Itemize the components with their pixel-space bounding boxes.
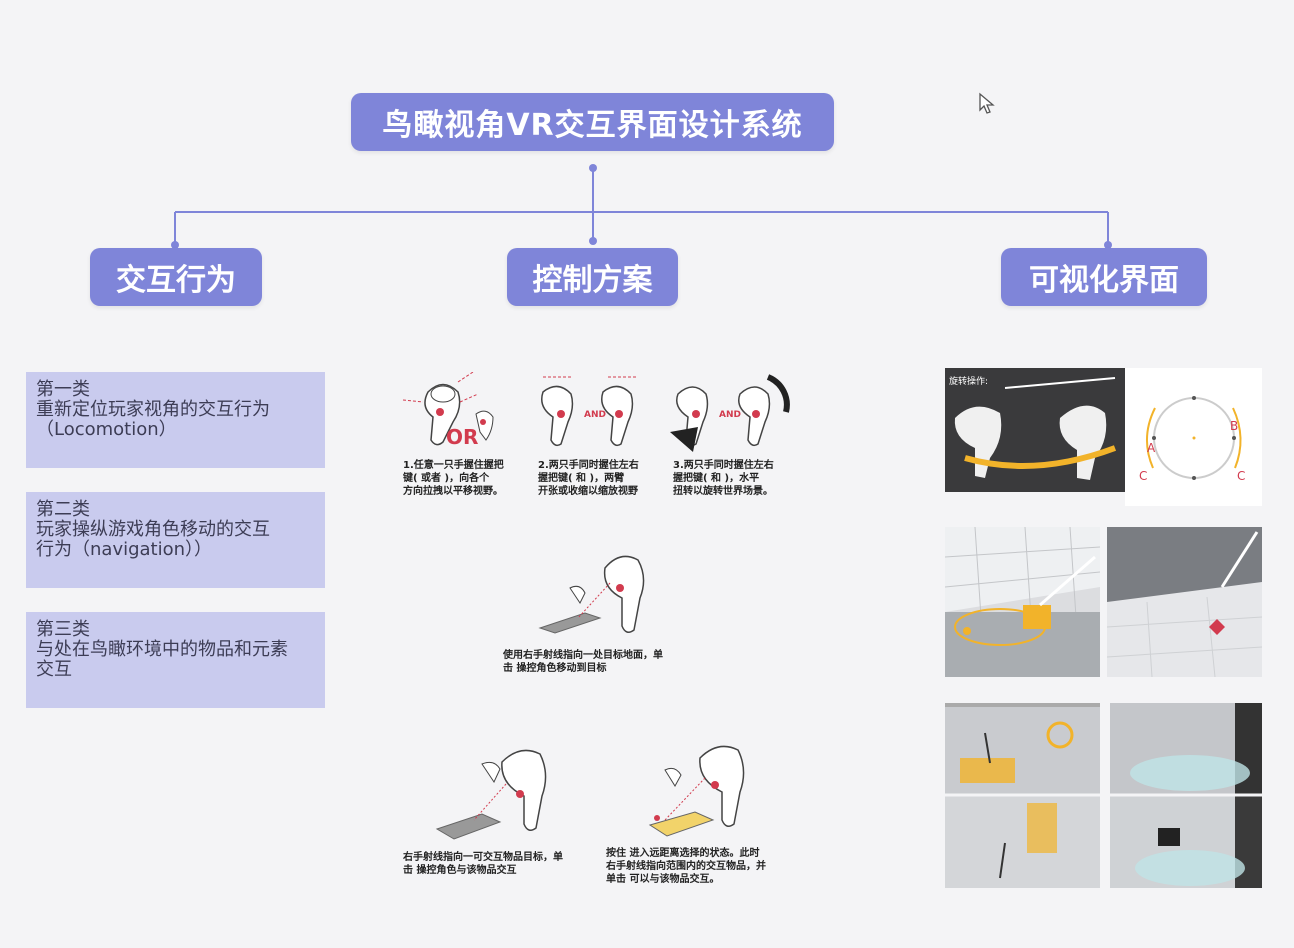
and-mark: AND xyxy=(719,410,741,420)
category-visual: 可视化界面 xyxy=(1001,248,1207,306)
control-caption-5: 右手射线指向一可交互物品目标，单 击 操控角色与该物品交互 xyxy=(403,852,563,876)
type-text: 玩家操纵游戏角色移动的交互 行为（navigation）） xyxy=(36,519,270,560)
type-label: 第三类 xyxy=(36,619,90,640)
control-caption-4: 使用右手射线指向一处目标地面，单 击 操控角色移动到目标 xyxy=(503,650,663,674)
type-label: 第二类 xyxy=(36,499,90,520)
and-mark: AND xyxy=(584,410,606,420)
vis-target-screenshot xyxy=(945,527,1100,677)
interaction-type-2: 第二类 玩家操纵游戏角色移动的交互 行为（navigation）） xyxy=(26,492,325,588)
controller-zoom-illustration: AND xyxy=(541,376,638,447)
or-mark: OR xyxy=(446,425,478,449)
vis-navigation-screenshot xyxy=(945,703,1100,888)
ray-move-illustration xyxy=(538,555,645,634)
mouse-cursor-icon xyxy=(979,92,995,114)
category-interaction: 交互行为 xyxy=(90,248,262,306)
type-label: 第一类 xyxy=(36,379,90,400)
label-b: B xyxy=(1230,419,1238,433)
ray-item-illustration xyxy=(435,749,547,840)
type-text: 与处在鸟瞰环境中的物品和元素 交互 xyxy=(36,639,288,680)
label-c-left: C xyxy=(1139,469,1147,483)
control-caption-1: 1.任意一只手握住握把 键( 或者 )，向各个 方向拉拽以平移视野。 xyxy=(403,460,504,497)
controller-rotate-illustration: AND xyxy=(670,374,790,452)
interaction-type-1: 第一类 重新定位玩家视角的交互行为 （Locomotion） xyxy=(26,372,325,468)
vis-rotate-diagram: A B C C xyxy=(1125,368,1262,506)
label-a: A xyxy=(1147,441,1156,455)
controller-pan-illustration: OR xyxy=(402,372,494,449)
vis-rotate-screenshot: 旋转操作: xyxy=(945,368,1125,492)
vis-ground-screenshot xyxy=(1107,527,1262,677)
diagram-title: 鸟瞰视角VR交互界面设计系统 xyxy=(351,93,834,151)
interaction-type-3: 第三类 与处在鸟瞰环境中的物品和元素 交互 xyxy=(26,612,325,708)
label-c-right: C xyxy=(1237,469,1245,483)
vis-item-screenshot xyxy=(1110,703,1262,888)
type-text: 重新定位玩家视角的交互行为 （Locomotion） xyxy=(36,399,270,440)
control-caption-3: 3.两只手同时握住左右 握把键( 和 )，水平 扭转以旋转世界场景。 xyxy=(673,460,774,497)
control-caption-6: 按住 进入远距离选择的状态。此时 右手射线指向范围内的交互物品，并 单击 可以与… xyxy=(606,848,766,885)
control-caption-2: 2.两只手同时握住左右 握把键( 和 )，两臂 开张或收缩以缩放视野 xyxy=(538,460,639,497)
category-control: 控制方案 xyxy=(507,248,678,306)
rotate-hint-text: 旋转操作: xyxy=(949,375,988,387)
ray-range-illustration xyxy=(648,745,745,837)
